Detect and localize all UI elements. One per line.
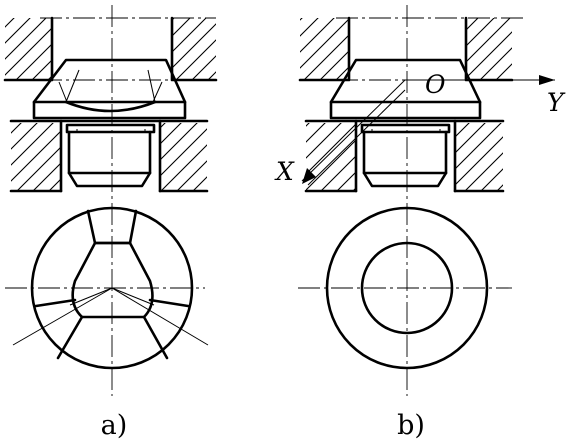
upper-die-a — [3, 16, 218, 82]
punch-b — [329, 58, 482, 120]
origin-label: O — [425, 70, 446, 99]
y-axis — [405, 75, 555, 85]
ring-die-view-b — [298, 206, 512, 370]
caption-a: a) — [101, 410, 128, 441]
lower-die-b — [304, 119, 505, 193]
caption-b: b) — [397, 410, 425, 441]
y-axis-label: Y — [547, 88, 566, 117]
x-axis-label: X — [274, 157, 295, 186]
figure-b: O Y X b) — [274, 5, 566, 441]
segmented-die-view-a — [5, 206, 209, 370]
figure-a: a) — [3, 5, 218, 441]
lower-die-a — [9, 119, 209, 193]
punch-a — [32, 58, 187, 120]
upper-die-b — [298, 16, 525, 82]
